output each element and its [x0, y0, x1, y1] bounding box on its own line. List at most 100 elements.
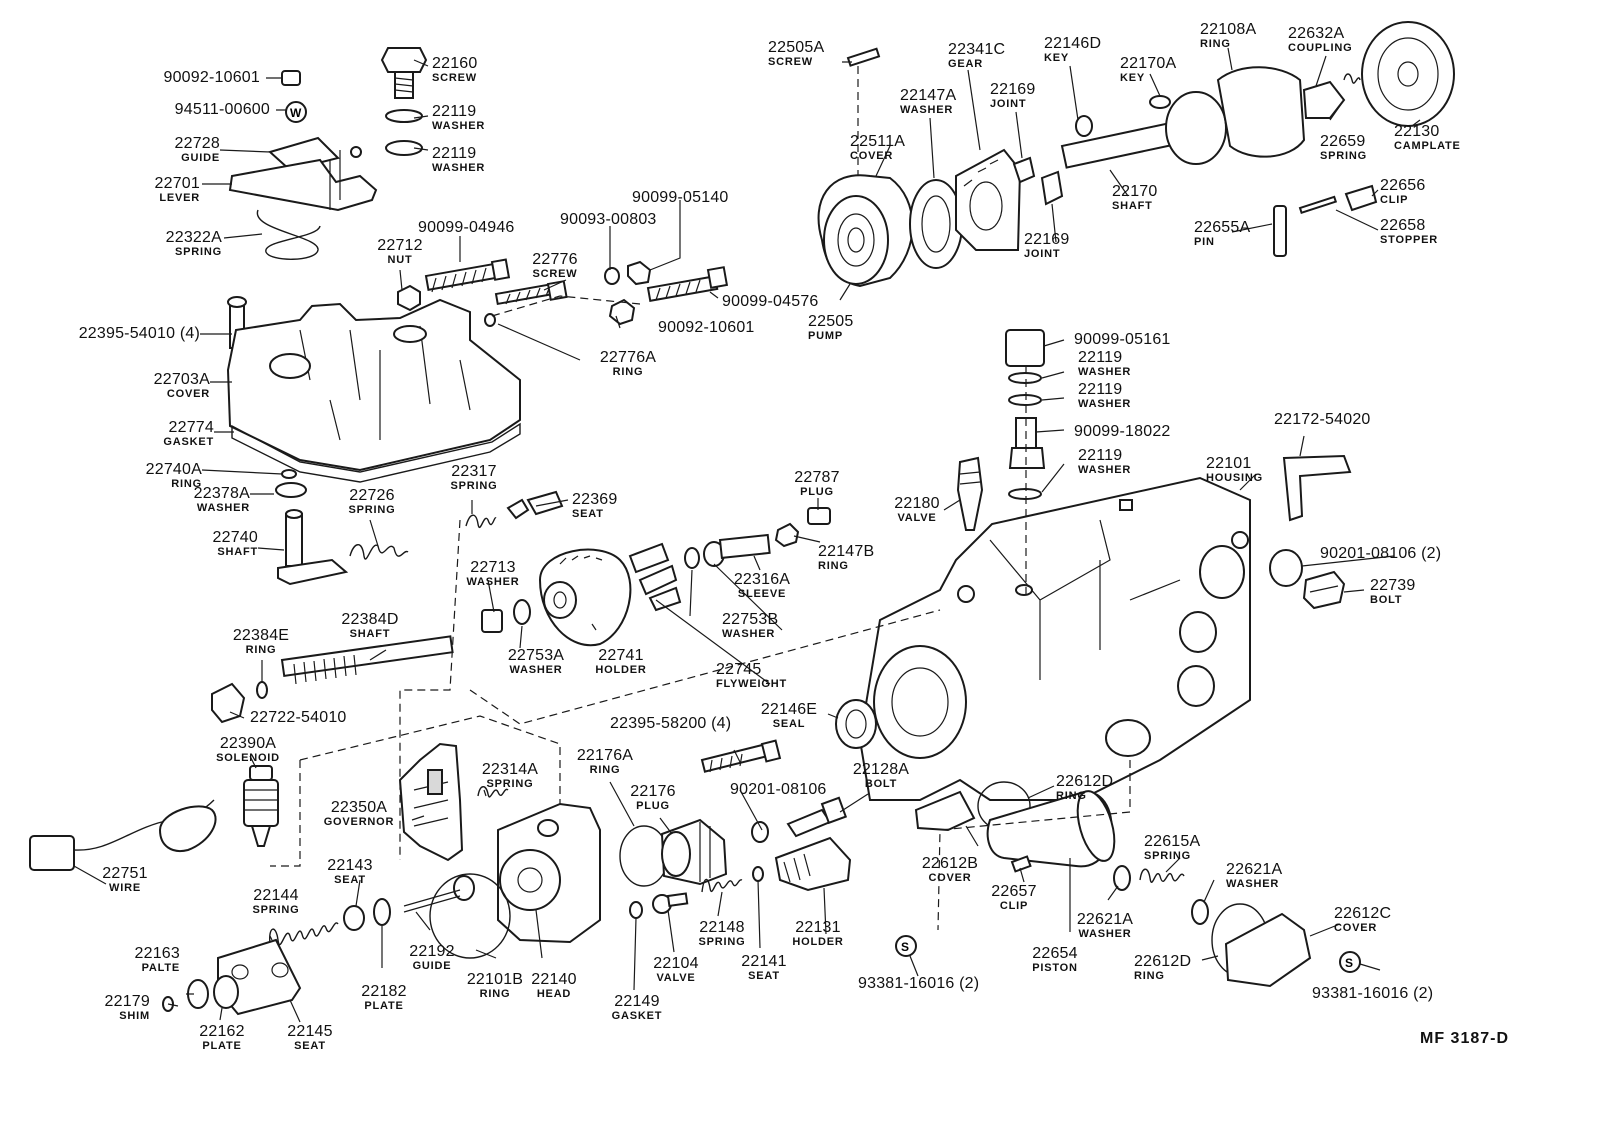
part-label: 90093-00803 [560, 211, 657, 228]
shaft-22384D-group [211, 599, 531, 724]
part-label: 22395-58200 (4) [610, 715, 732, 732]
part-label: 93381-16016 (2) [1312, 985, 1434, 1002]
part-label: 90201-08106 [730, 781, 827, 798]
pump-group [817, 21, 1455, 288]
part-label: 90099-04576 [722, 293, 819, 310]
part-label: 93381-16016 (2) [858, 975, 980, 992]
housing-22101 [858, 476, 1251, 801]
screw-22160-group [380, 47, 428, 156]
assembly-dashed-lines [270, 66, 1131, 931]
flyweight-group [628, 542, 682, 612]
solenoid-group [29, 765, 279, 871]
svg-text:S: S [1345, 956, 1353, 970]
lever-group: W [228, 70, 378, 260]
svg-text:S: S [901, 940, 909, 954]
drawing-code: MF 3187-D [1420, 1030, 1510, 1047]
svg-text:W: W [290, 106, 302, 120]
part-label: 90099-18022 [1074, 423, 1171, 440]
part-label: 90092-10601 [163, 69, 260, 86]
leader-lines [73, 47, 1421, 1023]
part-label: 22722-54010 [250, 709, 347, 726]
part-label: 90099-05140 [632, 189, 729, 206]
part-label: 90092-10601 [658, 319, 755, 336]
sleeve-group [684, 507, 831, 569]
part-label: 94511-00600 [174, 101, 270, 118]
head-22140 [403, 802, 601, 959]
part-label: 22172-54020 [1274, 411, 1371, 428]
shaft-22740-group [275, 469, 564, 586]
part-label: 22395-54010 (4) [78, 325, 200, 342]
governor-22350A [398, 742, 509, 862]
holder-22741 [538, 548, 632, 647]
housing-side-parts: S S [835, 549, 1361, 988]
